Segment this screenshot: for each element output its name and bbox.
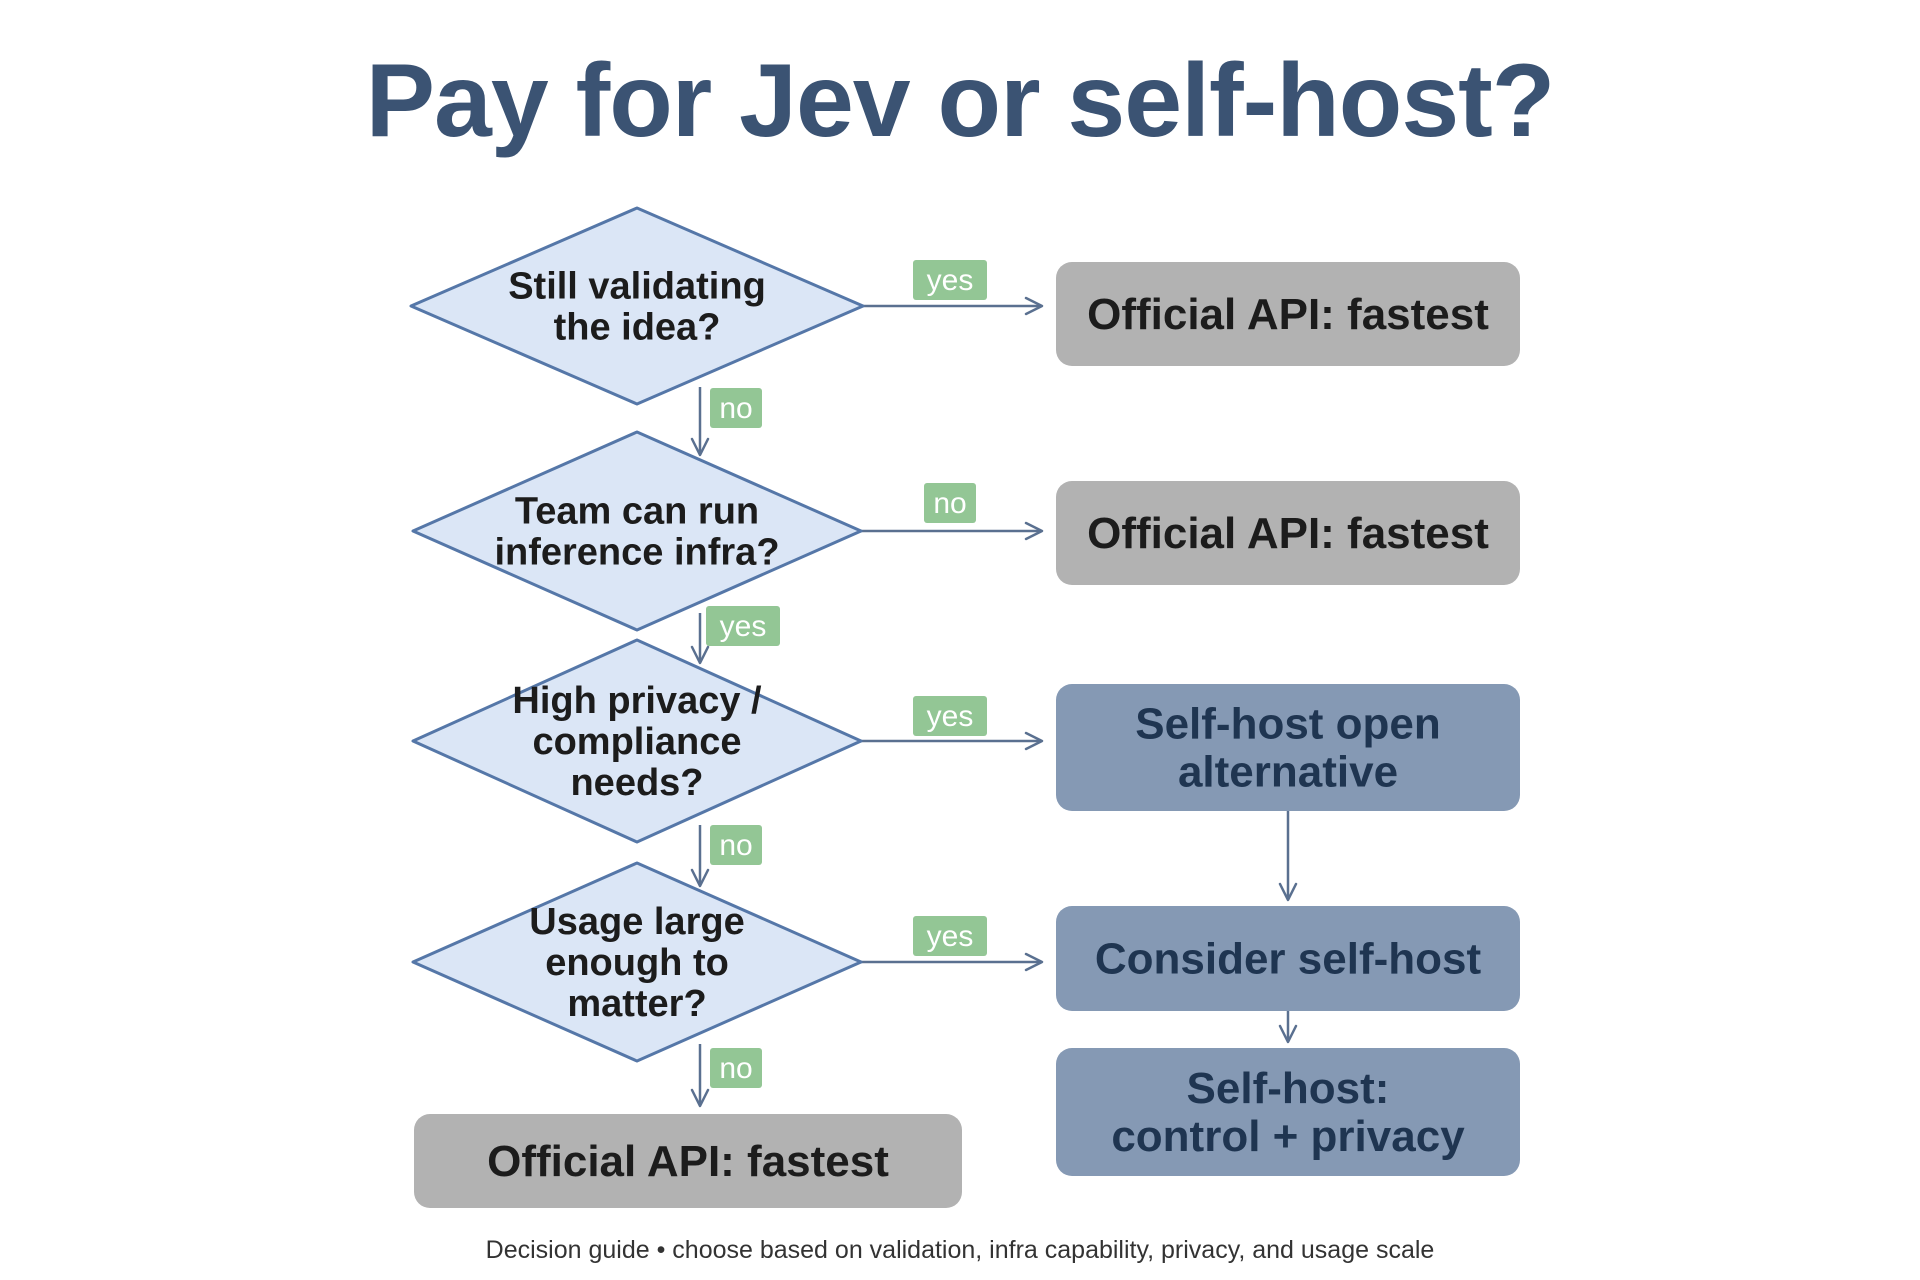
outcome-node-o2: Official API: fastest [1056,481,1520,585]
edge-label-badge [710,1048,762,1088]
edge-label-q4-o6: no [710,1048,762,1088]
decision-text: High privacy / [512,680,762,722]
decision-text: Still validating [508,266,766,308]
decision-diamond [409,206,865,406]
edge-label-text: no [719,829,752,862]
page-title: Pay for Jev or self-host? [366,43,1555,159]
edge-label-text: yes [927,920,974,953]
decision-text: enough to [545,942,729,984]
connectors [690,296,1298,1108]
outcome-text: Official API: fastest [487,1137,889,1186]
outcome-node-o4: Consider self-host [1056,906,1520,1011]
outcome-box [1056,481,1520,585]
edge-label-badge [924,483,976,523]
decision-text: Team can run [515,491,759,533]
outcome-box [414,1114,962,1208]
edge-label-text: no [933,487,966,520]
decision-text: Usage large [529,901,744,943]
outcome-node-o1: Official API: fastest [1056,262,1520,366]
decision-text: compliance [532,721,741,763]
decision-text: the idea? [554,307,721,349]
outcome-box [1056,906,1520,1011]
edge-label-badge [710,825,762,865]
outcome-box [1056,684,1520,811]
outcome-text: Official API: fastest [1087,290,1489,339]
outcome-node-o6: Official API: fastest [414,1114,962,1208]
decision-diamond [411,430,863,632]
edge-label-badge [913,260,987,300]
outcome-text: Self-host open [1135,700,1441,749]
decision-text: inference infra? [494,532,779,574]
edge-label-badge [913,916,987,956]
outcome-box [1056,262,1520,366]
edge-label-q1-o1: yes [913,260,987,300]
edge-label-q3-o3: yes [913,696,987,736]
decision-diamond [411,638,863,844]
edge-label-text: yes [927,700,974,733]
outcome-box [1056,1048,1520,1176]
decision-diamond [411,861,863,1063]
outcome-text: control + privacy [1111,1112,1465,1161]
outcome-text: Official API: fastest [1087,509,1489,558]
outcome-text: alternative [1178,748,1398,797]
edge-label-badge [706,606,780,646]
outcome-node-o5: Self-host:control + privacy [1056,1048,1520,1176]
edge-label-text: no [719,1052,752,1085]
edge-label-q2-o2: no [924,483,976,523]
edge-label-q1-q2: no [710,388,762,428]
edge-label-text: no [719,392,752,425]
decision-text: needs? [570,762,703,804]
edge-label-badge [913,696,987,736]
outcome-text: Consider self-host [1095,935,1482,984]
edge-label-q4-o4: yes [913,916,987,956]
caption: Decision guide • choose based on validat… [486,1236,1435,1264]
edge-label-text: yes [927,264,974,297]
edge-label-text: yes [720,610,767,643]
edge-label-q2-q3: yes [706,606,780,646]
outcome-text: Self-host: [1187,1064,1390,1113]
edge-label-q3-q4: no [710,825,762,865]
decision-text: matter? [567,983,706,1025]
edge-label-badge [710,388,762,428]
edge-labels: yes no no yes yes no yes no [706,260,987,1088]
